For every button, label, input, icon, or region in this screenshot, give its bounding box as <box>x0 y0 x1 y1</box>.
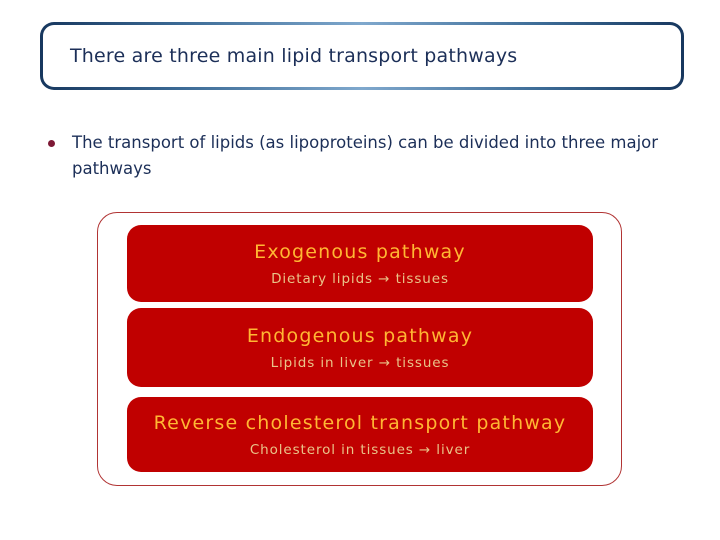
title-box: There are three main lipid transport pat… <box>40 22 684 90</box>
pathway-subtext-reverse-cholesterol: Cholesterol in tissues → liver <box>249 441 471 458</box>
pathway-heading-exogenous: Exogenous pathway <box>254 240 466 263</box>
bullet-text: The transport of lipids (as lipoproteins… <box>72 133 659 178</box>
slide-title: There are three main lipid transport pat… <box>70 45 518 67</box>
bullet-row: The transport of lipids (as lipoproteins… <box>48 130 673 182</box>
pathway-heading-endogenous: Endogenous pathway <box>246 324 474 347</box>
pathway-subtext-exogenous: Dietary lipids → tissues <box>271 270 449 287</box>
title-box-inner: There are three main lipid transport pat… <box>43 25 681 87</box>
pathway-box-exogenous: Exogenous pathway Dietary lipids → tissu… <box>127 225 593 302</box>
bullet-dot-icon <box>48 140 55 147</box>
pathway-box-reverse-cholesterol: Reverse cholesterol transport pathway Ch… <box>127 397 593 472</box>
pathway-box-endogenous: Endogenous pathway Lipids in liver → tis… <box>127 308 593 387</box>
pathway-subtext-endogenous: Lipids in liver → tissues <box>270 354 450 371</box>
pathway-heading-reverse-cholesterol: Reverse cholesterol transport pathway <box>153 411 567 434</box>
